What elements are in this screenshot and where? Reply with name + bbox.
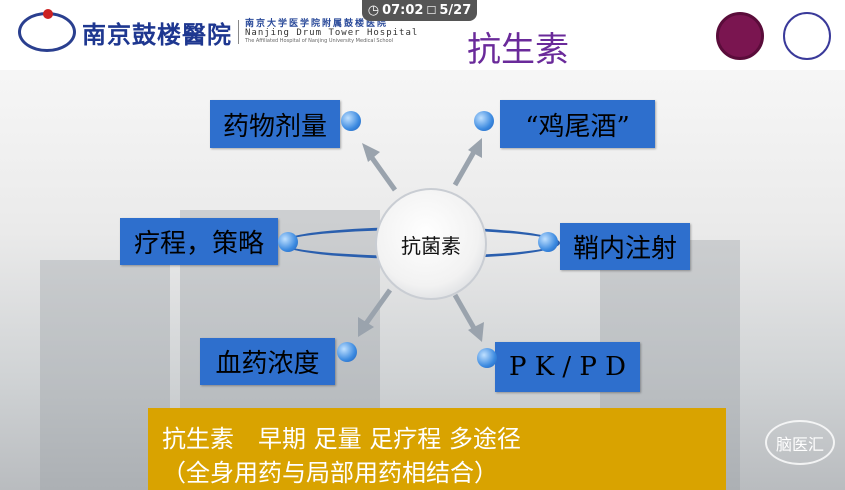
node-ball-icon <box>477 348 497 368</box>
player-status: ◷ 07:02 ☐ 5/27 <box>362 0 477 21</box>
box-cocktail: “鸡尾酒” <box>500 100 655 148</box>
node-ball-icon <box>538 232 558 252</box>
box-intrathecal: 鞘内注射 <box>560 223 690 270</box>
node-ball-icon <box>341 111 361 131</box>
banner-line-2: （全身用药与局部用药相结合） <box>162 459 498 487</box>
university-emblem-icon <box>716 12 764 60</box>
hospital-seal-icon <box>18 9 76 52</box>
hospital-subname: 南京大学医学院附属鼓楼医院 <box>245 18 389 29</box>
box-course-strategy: 疗程，策略 <box>120 218 278 265</box>
box-blood-concentration: 血药浓度 <box>200 338 335 385</box>
institute-emblem-icon <box>783 12 831 60</box>
center-node: 抗菌素 <box>375 188 487 300</box>
hospital-logo: 南京鼓楼醫院 南京大学医学院附属鼓楼医院 Nanjing Drum Tower … <box>18 9 419 52</box>
hospital-affiliation: The Affiliated Hospital of Nanjing Unive… <box>245 37 394 44</box>
hospital-name-en: Nanjing Drum Tower Hospital <box>245 28 419 39</box>
page-icon: ☐ <box>426 4 437 17</box>
arrow-top-left <box>367 153 398 192</box>
arrow-bottom-right <box>452 293 478 332</box>
node-ball-icon <box>337 342 357 362</box>
node-ball-icon <box>474 111 494 131</box>
hospital-name: 南京鼓楼醫院 <box>82 19 232 49</box>
page-counter: 5/27 <box>439 3 472 18</box>
summary-banner: 抗生素 早期 足量 足疗程 多途径 （全身用药与局部用药相结合） <box>148 408 726 490</box>
node-ball-icon <box>278 232 298 252</box>
watermark-logo: 脑医汇 <box>765 420 835 465</box>
arrow-bottom-left <box>362 288 393 327</box>
playback-time: 07:02 <box>382 3 424 18</box>
arrow-top-right <box>452 148 478 187</box>
clock-icon: ◷ <box>367 3 380 18</box>
box-pkpd: P K / P D <box>495 342 640 392</box>
banner-line-1: 抗生素 早期 足量 足疗程 多途径 <box>162 425 521 453</box>
box-dosage: 药物剂量 <box>210 100 340 148</box>
slide-title: 抗生素 <box>467 30 569 70</box>
